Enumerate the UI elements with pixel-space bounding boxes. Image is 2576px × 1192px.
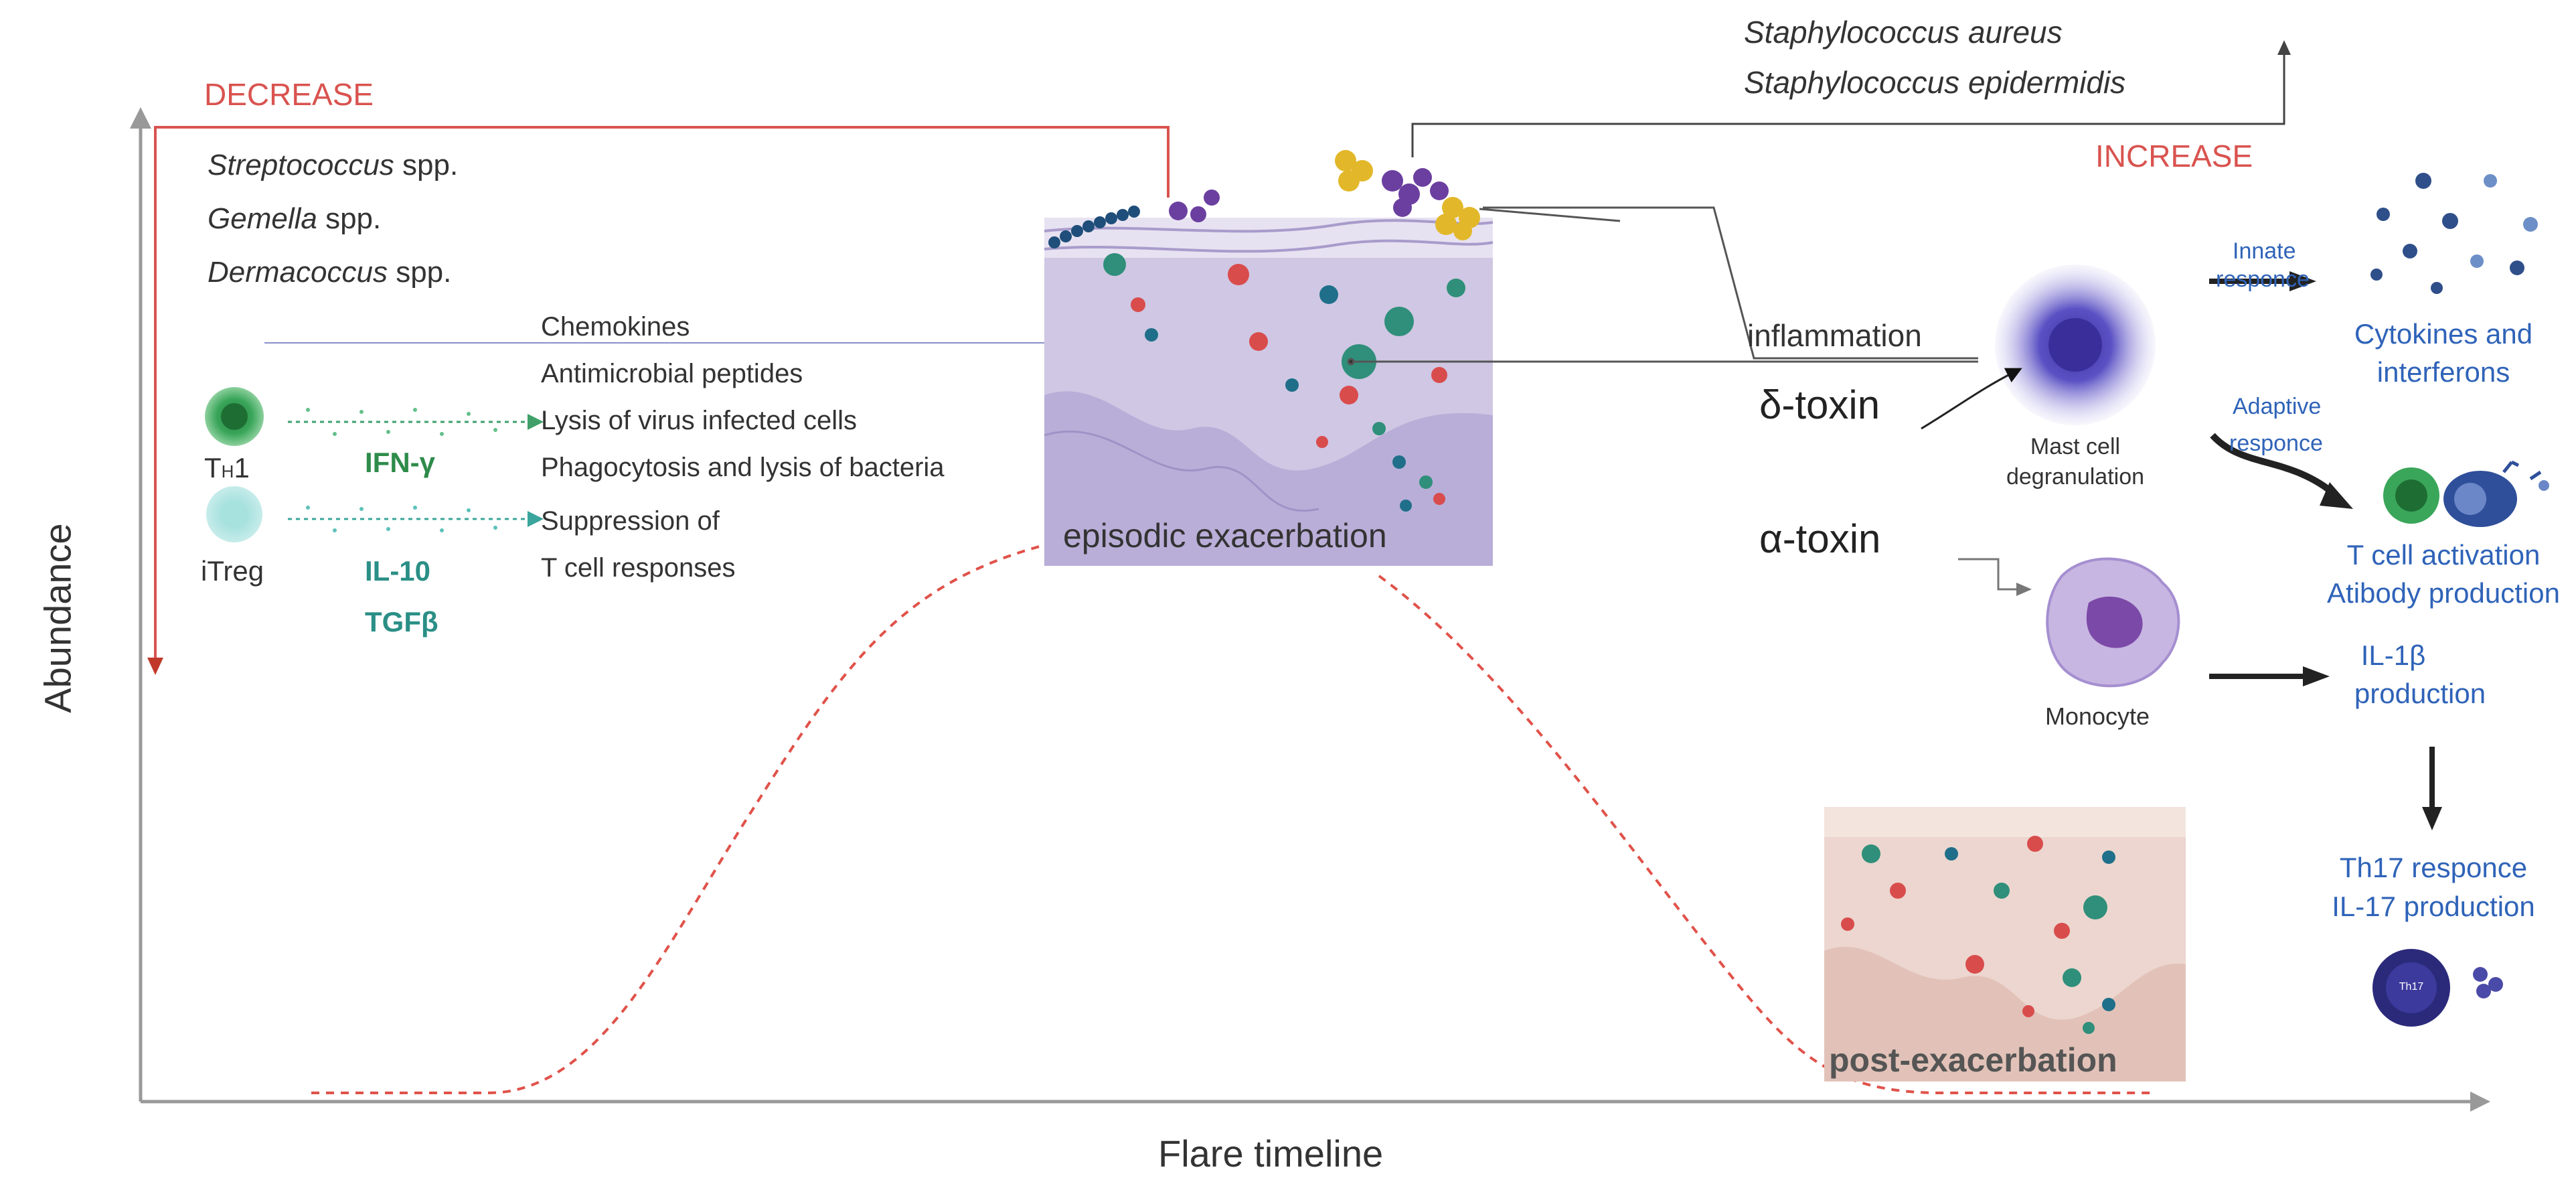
right-arrows bbox=[1921, 271, 2442, 830]
x-axis-arrowhead bbox=[2470, 1092, 2490, 1112]
il10-arrow bbox=[288, 506, 544, 532]
decrease-label: DECREASE bbox=[204, 77, 374, 112]
t-cell-activation-label: T cell activation bbox=[2346, 539, 2541, 571]
t-b-cells bbox=[2383, 460, 2549, 527]
th1-label-t: T bbox=[204, 452, 222, 483]
monocyte-label: Monocyte bbox=[2045, 702, 2150, 730]
spp-suffix: spp. bbox=[387, 256, 452, 289]
cytokines-label-2: interferons bbox=[2377, 356, 2510, 388]
itreg-cell bbox=[206, 486, 262, 542]
increase-bacterium-1: Staphylococcus aureus bbox=[1744, 15, 2063, 50]
alpha-toxin-label: α-toxin bbox=[1759, 516, 1881, 561]
th1-label-sub: H bbox=[221, 461, 234, 481]
th17-label-2: IL-17 production bbox=[2332, 891, 2535, 922]
spp-suffix: spp. bbox=[394, 149, 459, 181]
function-suppression: Suppression of bbox=[541, 506, 720, 536]
episodic-exacerbation-label: episodic exacerbation bbox=[1063, 517, 1387, 554]
increase-bacterium-2: Staphylococcus epidermidis bbox=[1744, 65, 2126, 100]
th17-cell bbox=[2372, 949, 2503, 1027]
il1b-label-2: production bbox=[2354, 678, 2486, 709]
x-axis-label: Flare timeline bbox=[1158, 1132, 1384, 1175]
axes bbox=[130, 107, 2490, 1112]
cytokine-dots bbox=[2370, 173, 2538, 294]
function-t-cell-responses: T cell responses bbox=[541, 553, 736, 583]
genus-name: Streptococcus bbox=[208, 149, 394, 181]
mast-cell-label-1: Mast cell bbox=[2030, 434, 2121, 459]
inflammation-connectors bbox=[1347, 206, 1978, 366]
monocyte-cell bbox=[2046, 557, 2180, 688]
mast-cell-label-2: degranulation bbox=[2006, 464, 2145, 490]
cytokines-label-1: Cytokines and bbox=[2354, 318, 2533, 350]
innate-label-1: Innate bbox=[2233, 238, 2296, 264]
th1-label-end: 1 bbox=[234, 452, 250, 483]
antibody-production-label: Atibody production bbox=[2327, 577, 2560, 609]
post-exacerbation-label: post-exacerbation bbox=[1829, 1041, 2117, 1079]
decrease-bacterium-3: Dermacoccus spp. bbox=[208, 258, 451, 287]
adaptive-label-1: Adaptive bbox=[2233, 394, 2322, 419]
y-axis-arrowhead bbox=[130, 107, 151, 129]
ifn-gamma-label: IFN-γ bbox=[365, 447, 435, 478]
function-antimicrobial: Antimicrobial peptides bbox=[541, 359, 803, 388]
th1-cell bbox=[205, 387, 264, 446]
function-lysis-virus: Lysis of virus infected cells bbox=[541, 406, 858, 435]
decrease-bacterium-2: Gemella spp. bbox=[208, 204, 381, 234]
increase-label: INCREASE bbox=[2095, 139, 2253, 173]
increase-arrow bbox=[1411, 40, 2291, 157]
il1b-label-1: IL-1β bbox=[2360, 640, 2426, 671]
post-skin-illustration bbox=[1824, 807, 2186, 1082]
innate-label-2: responce bbox=[2216, 267, 2310, 292]
mast-cell bbox=[1995, 265, 2156, 425]
itreg-label: iTreg bbox=[201, 555, 264, 587]
decrease-bracket bbox=[147, 126, 1170, 675]
inflammation-label: inflammation bbox=[1747, 318, 1922, 353]
genus-name: Gemella bbox=[208, 202, 317, 235]
y-axis-label: Abundance bbox=[36, 523, 79, 713]
adaptive-label-2: responce bbox=[2229, 431, 2323, 456]
function-chemokines: Chemokines bbox=[541, 312, 690, 342]
genus-name: Dermacoccus bbox=[208, 256, 388, 289]
th17-cell-label: Th17 bbox=[2399, 981, 2424, 992]
delta-toxin-label: δ-toxin bbox=[1759, 382, 1880, 427]
il10-label: IL-10 bbox=[365, 555, 431, 587]
episodic-skin-illustration bbox=[1044, 150, 1494, 566]
spp-suffix: spp. bbox=[317, 202, 382, 235]
th1-label: TH1 bbox=[204, 454, 250, 482]
ifn-arrow bbox=[288, 408, 544, 436]
decrease-bacterium-1: Streptococcus spp. bbox=[208, 151, 458, 180]
tgfb-label: TGFβ bbox=[365, 606, 438, 638]
th17-label-1: Th17 responce bbox=[2339, 852, 2528, 883]
function-phagocytosis: Phagocytosis and lysis of bacteria bbox=[541, 453, 945, 482]
